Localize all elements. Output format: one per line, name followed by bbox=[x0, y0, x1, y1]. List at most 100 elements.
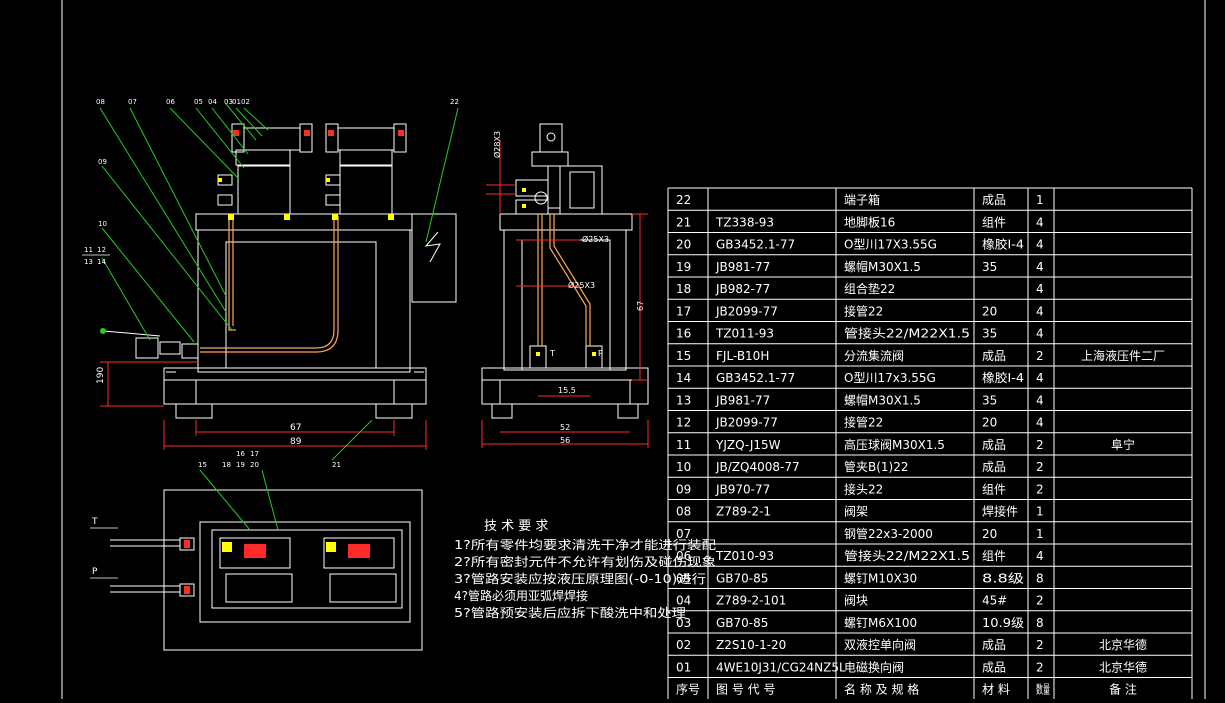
bom-cell-r2-c2: O型川17X3.55G bbox=[844, 238, 937, 252]
bom-cell-r20-c3: 成品 bbox=[982, 638, 1006, 652]
bom-cell-r17-c3: 8.8级 bbox=[982, 571, 1024, 585]
balloon-13: 13 bbox=[84, 258, 93, 266]
bom-cell-r21-c2: 电磁换向阀 bbox=[844, 659, 904, 674]
dim-d28: Ø28X3 bbox=[492, 131, 502, 158]
side-view bbox=[481, 123, 649, 419]
bom-cell-r13-c2: 接头22 bbox=[844, 481, 883, 496]
notes-title: 技 术 要 求 bbox=[484, 519, 548, 534]
side-port-t: T bbox=[549, 349, 555, 358]
bom-cell-r18-c0: 04 bbox=[676, 594, 691, 608]
bom-cell-r13-c4: 2 bbox=[1036, 482, 1044, 496]
balloon-04: 04 bbox=[208, 98, 217, 106]
dim-d25-lower: Ø25X3 bbox=[568, 280, 595, 290]
bom-cell-r3-c1: JB981-77 bbox=[715, 260, 770, 274]
front-view-pipes bbox=[200, 216, 339, 353]
balloon-09: 09 bbox=[98, 158, 107, 166]
bom-cell-r18-c1: Z789-2-101 bbox=[716, 594, 786, 608]
bom-cell-r15-c0: 07 bbox=[676, 527, 691, 541]
dim-15-5: 15.5 bbox=[558, 386, 576, 395]
bom-cell-r21-c3: 成品 bbox=[982, 660, 1006, 674]
bom-cell-r4-c1: JB982-77 bbox=[715, 282, 770, 296]
front-leaders bbox=[99, 103, 459, 343]
bom-cell-r2-c4: 4 bbox=[1036, 238, 1044, 252]
bom-cell-r13-c0: 09 bbox=[676, 482, 691, 496]
side-dim-labels: Ø28X3 Ø25X3 Ø25X3 67 15.5 52 56 T P bbox=[492, 131, 645, 445]
bom-cell-r20-c2: 双液控单向阀 bbox=[844, 637, 916, 652]
bom-cell-r4-c0: 18 bbox=[676, 282, 691, 296]
balloon-07: 07 bbox=[128, 98, 137, 106]
bom-cell-r0-c3: 成品 bbox=[982, 193, 1006, 207]
bom-cell-r11-c2: 高压球阀M30X1.5 bbox=[844, 437, 945, 452]
note-line-2: 2?所有密封元件不允许有划伤及碰伤现象 bbox=[454, 554, 716, 569]
bom-cell-r13-c3: 组件 bbox=[982, 482, 1006, 496]
bom-cell-r20-c4: 2 bbox=[1036, 638, 1044, 652]
bom-cell-r18-c4: 2 bbox=[1036, 594, 1044, 608]
bom-cell-r4-c4: 4 bbox=[1036, 282, 1044, 296]
bom-cell-r10-c1: JB2099-77 bbox=[715, 416, 778, 430]
bom-cell-r12-c1: JB/ZQ4008-77 bbox=[715, 460, 800, 474]
bom-cell-r10-c3: 20 bbox=[982, 416, 997, 430]
bom-cell-r15-c2: 钢管22x3-2000 bbox=[844, 526, 933, 541]
balloon-15: 15 bbox=[198, 461, 207, 469]
dim-67: 67 bbox=[290, 423, 301, 433]
bom-cell-r20-c0: 02 bbox=[676, 638, 691, 652]
balloon-05: 05 bbox=[194, 98, 203, 106]
bom-cell-r9-c3: 35 bbox=[982, 393, 997, 407]
bom-cell-r16-c3: 组件 bbox=[982, 549, 1006, 563]
bom-cell-r21-c5: 北京华德 bbox=[1099, 659, 1147, 674]
balloon-21: 21 bbox=[332, 461, 341, 469]
bom-cell-r15-c4: 1 bbox=[1036, 527, 1044, 541]
bom-cell-r5-c2: 接管22 bbox=[844, 303, 883, 318]
bom-cell-r7-c5: 上海液压件二厂 bbox=[1081, 348, 1165, 363]
bom-cell-r14-c2: 阀架 bbox=[844, 505, 868, 519]
balloon-08: 08 bbox=[96, 98, 105, 106]
bom-cell-r3-c2: 螺帽M30X1.5 bbox=[844, 259, 921, 274]
bom-cell-r1-c4: 4 bbox=[1036, 215, 1044, 229]
balloon-14: 14 bbox=[97, 258, 106, 266]
plan-port-t: T bbox=[91, 517, 98, 527]
technical-notes: 技 术 要 求 1?所有零件均要求清洗干净才能进行装配 2?所有密封元件不允许有… bbox=[454, 519, 716, 620]
note-line-3: 3?管路安装应按液压原理图(-0-10)进行 bbox=[454, 571, 706, 586]
balloon-22: 22 bbox=[450, 98, 459, 106]
side-port-p: P bbox=[598, 349, 603, 358]
bom-cell-r3-c4: 4 bbox=[1036, 260, 1044, 274]
front-view-highlights bbox=[218, 178, 394, 220]
bom-cell-r20-c1: Z2S10-1-20 bbox=[716, 638, 786, 652]
balloon-17: 17 bbox=[250, 450, 259, 458]
bom-cell-r11-c3: 成品 bbox=[982, 438, 1006, 452]
bom-cell-r2-c1: GB3452.1-77 bbox=[716, 238, 795, 252]
bom-cell-r16-c2: 管接头22/M22X1.5 bbox=[844, 548, 970, 563]
bom-header-c3: 材 料 bbox=[982, 683, 1010, 697]
bom-cell-r12-c0: 10 bbox=[676, 460, 691, 474]
plan-labels: T P bbox=[91, 517, 98, 577]
bom-cell-r6-c3: 35 bbox=[982, 327, 997, 341]
bom-cell-r21-c1: 4WE10J31/CG24NZ5L bbox=[716, 660, 846, 674]
bom-cell-r8-c0: 14 bbox=[676, 371, 691, 385]
bom-cell-r15-c3: 20 bbox=[982, 527, 997, 541]
bom-cell-r7-c2: 分流集流阀 bbox=[844, 348, 904, 363]
side-view-pipes bbox=[537, 214, 591, 346]
balloon-06: 06 bbox=[166, 98, 175, 106]
bom-cell-r6-c2: 管接头22/M22X1.5 bbox=[844, 326, 970, 341]
front-view bbox=[100, 123, 457, 419]
front-dim-labels: 190 67 89 bbox=[96, 367, 302, 447]
plan-view-highlights bbox=[184, 540, 370, 594]
balloon-16: 16 bbox=[236, 450, 245, 458]
bom-cell-r0-c4: 1 bbox=[1036, 193, 1044, 207]
bom-cell-r1-c2: 地脚板16 bbox=[844, 214, 895, 229]
front-balloon-labels: 08 07 06 05 04 03 01 02 22 09 10 11 12 1… bbox=[84, 98, 459, 266]
bom-cell-r16-c0: 06 bbox=[676, 549, 691, 563]
bom-cell-r11-c4: 2 bbox=[1036, 438, 1044, 452]
balloon-19: 19 bbox=[236, 461, 245, 469]
balloon-12: 12 bbox=[97, 246, 106, 254]
bom-cell-r16-c4: 4 bbox=[1036, 549, 1044, 563]
bom-header-c0: 序号 bbox=[676, 682, 700, 697]
bom-cell-r12-c4: 2 bbox=[1036, 460, 1044, 474]
bom-grid bbox=[667, 187, 1193, 701]
bom-cell-r4-c2: 组合垫22 bbox=[844, 281, 895, 296]
bom-cell-r9-c2: 螺帽M30X1.5 bbox=[844, 392, 921, 407]
bom-cell-r3-c0: 19 bbox=[676, 260, 691, 274]
balloon-20: 20 bbox=[250, 461, 259, 469]
note-line-4: 4?管路必须用亚弧焊焊接 bbox=[454, 588, 588, 603]
bom-cell-r20-c5: 北京华德 bbox=[1099, 637, 1147, 652]
